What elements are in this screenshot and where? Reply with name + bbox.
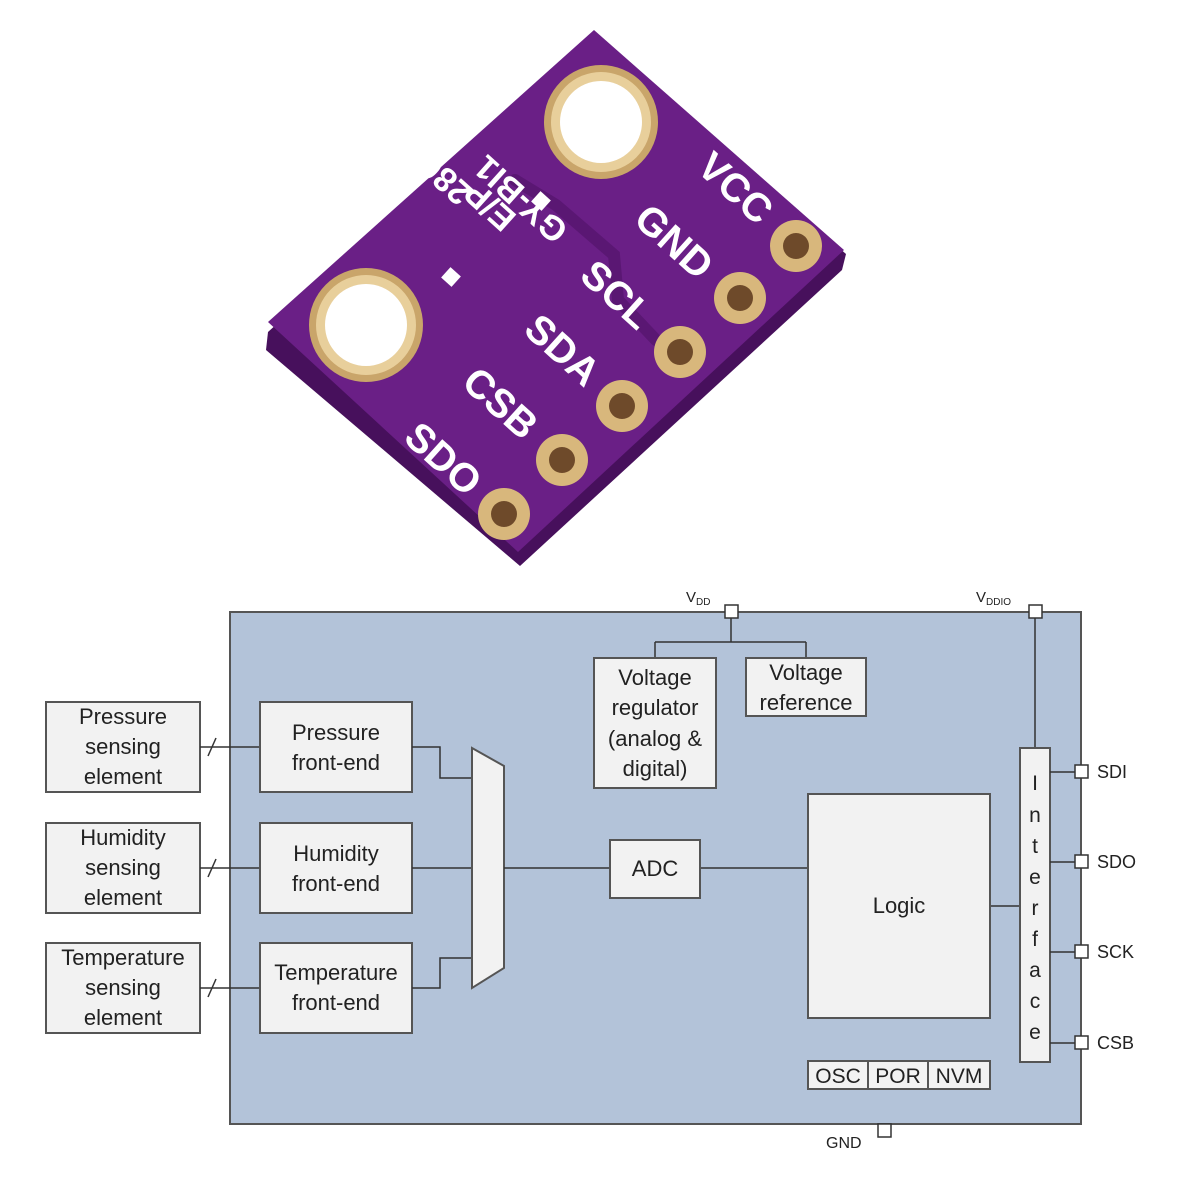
svg-text:Humidity: Humidity bbox=[293, 841, 379, 866]
svg-text:Voltage: Voltage bbox=[618, 665, 691, 690]
svg-text:I: I bbox=[1032, 772, 1038, 795]
board-top-face bbox=[268, 30, 844, 552]
multiplexer bbox=[471, 746, 505, 990]
csb-pin-square bbox=[1074, 1035, 1089, 1050]
svg-text:r: r bbox=[1032, 897, 1039, 920]
pad-gnd bbox=[714, 272, 766, 324]
gnd-label: GND bbox=[826, 1135, 862, 1152]
pad-vcc bbox=[770, 220, 822, 272]
mounting-hole-top bbox=[544, 65, 658, 179]
pad-sdo bbox=[478, 488, 530, 540]
mounting-hole-left bbox=[309, 268, 423, 382]
svg-text:element: element bbox=[84, 764, 162, 789]
vdd-label-sub: DD bbox=[696, 597, 710, 608]
gnd-pin: GND bbox=[826, 1123, 892, 1152]
pad-scl bbox=[654, 326, 706, 378]
pad-csb bbox=[536, 434, 588, 486]
svg-text:Humidity: Humidity bbox=[80, 825, 166, 850]
sensor-connections bbox=[200, 737, 260, 998]
svg-text:Voltage: Voltage bbox=[769, 660, 842, 685]
svg-text:sensing: sensing bbox=[85, 855, 161, 880]
svg-text:VDD: VDD bbox=[686, 589, 710, 608]
frontend-mux-lines bbox=[412, 746, 472, 989]
pad-sda bbox=[596, 380, 648, 432]
svg-text:(analog &: (analog & bbox=[608, 726, 703, 751]
svg-text:front-end: front-end bbox=[292, 750, 380, 775]
silk-dot-2 bbox=[441, 267, 461, 287]
temperature-front-end: Temperature front-end bbox=[259, 942, 413, 1034]
svg-text:OSC: OSC bbox=[815, 1065, 861, 1088]
svg-text:a: a bbox=[1029, 959, 1041, 982]
silk-dot-1 bbox=[531, 191, 551, 211]
sdi-pin-square bbox=[1074, 764, 1089, 779]
svg-text:sensing: sensing bbox=[85, 734, 161, 759]
svg-text:element: element bbox=[84, 1005, 162, 1030]
svg-text:Temperature: Temperature bbox=[61, 945, 185, 970]
interface-pin-lines bbox=[1050, 771, 1075, 1044]
svg-text:NVM: NVM bbox=[936, 1065, 983, 1088]
pressure-sensing-element: Pressure sensing element bbox=[45, 701, 201, 793]
svg-text:front-end: front-end bbox=[292, 990, 380, 1015]
svg-text:e: e bbox=[1029, 1021, 1041, 1044]
svg-text:element: element bbox=[84, 885, 162, 910]
vdd-lines bbox=[654, 618, 1036, 748]
sck-pin-square bbox=[1074, 944, 1089, 959]
svg-text:reference: reference bbox=[760, 690, 853, 715]
vddio-label-sub: DDIO bbox=[986, 597, 1011, 608]
svg-text:n: n bbox=[1029, 804, 1041, 827]
header-pads bbox=[478, 220, 822, 540]
humidity-sensing-element: Humidity sensing element bbox=[45, 822, 201, 914]
svg-text:digital): digital) bbox=[623, 756, 688, 781]
sck-pin-label: SCK bbox=[1097, 942, 1134, 962]
voltage-reference: Voltage reference bbox=[745, 657, 867, 717]
humidity-front-end: Humidity front-end bbox=[259, 822, 413, 914]
osc-block: OSC bbox=[807, 1060, 869, 1090]
svg-text:Logic: Logic bbox=[873, 893, 926, 918]
interface-block: I n t e r f a c e bbox=[1019, 747, 1051, 1063]
vdd-pin: VDD bbox=[686, 589, 739, 619]
svg-text:t: t bbox=[1032, 835, 1038, 858]
svg-text:Pressure: Pressure bbox=[292, 720, 380, 745]
nvm-block: NVM bbox=[927, 1060, 991, 1090]
svg-text:e: e bbox=[1029, 866, 1041, 889]
svg-text:Pressure: Pressure bbox=[79, 704, 167, 729]
svg-text:regulator: regulator bbox=[612, 695, 699, 720]
voltage-regulator: Voltage regulator (analog & digital) bbox=[593, 657, 717, 789]
svg-text:f: f bbox=[1032, 928, 1038, 951]
temperature-sensing-element: Temperature sensing element bbox=[45, 942, 201, 1034]
block-diagram: VDD VDDIO GND Pressure sensing element bbox=[45, 589, 1136, 1152]
sdo-pin-label: SDO bbox=[1097, 852, 1136, 872]
signal-path-lines bbox=[504, 867, 1020, 907]
adc-block: ADC bbox=[609, 839, 701, 899]
vddio-label-main: V bbox=[976, 589, 986, 606]
svg-text:VDDIO: VDDIO bbox=[976, 589, 1011, 608]
pressure-front-end: Pressure front-end bbox=[259, 701, 413, 793]
vddio-pin: VDDIO bbox=[976, 589, 1043, 619]
logic-block: Logic bbox=[807, 793, 991, 1019]
svg-text:front-end: front-end bbox=[292, 871, 380, 896]
por-block: POR bbox=[867, 1060, 929, 1090]
svg-text:POR: POR bbox=[875, 1065, 921, 1088]
svg-text:c: c bbox=[1030, 990, 1041, 1013]
sdo-pin-square bbox=[1074, 854, 1089, 869]
sdi-pin-label: SDI bbox=[1097, 762, 1127, 782]
sensor-board: VCC GND SCL SDA CSB SDO GY-BI1 E/P 280 bbox=[266, 30, 846, 566]
svg-text:sensing: sensing bbox=[85, 975, 161, 1000]
svg-text:Temperature: Temperature bbox=[274, 960, 398, 985]
svg-text:ADC: ADC bbox=[632, 856, 679, 881]
vdd-label-main: V bbox=[686, 589, 696, 606]
csb-pin-label: CSB bbox=[1097, 1033, 1134, 1053]
